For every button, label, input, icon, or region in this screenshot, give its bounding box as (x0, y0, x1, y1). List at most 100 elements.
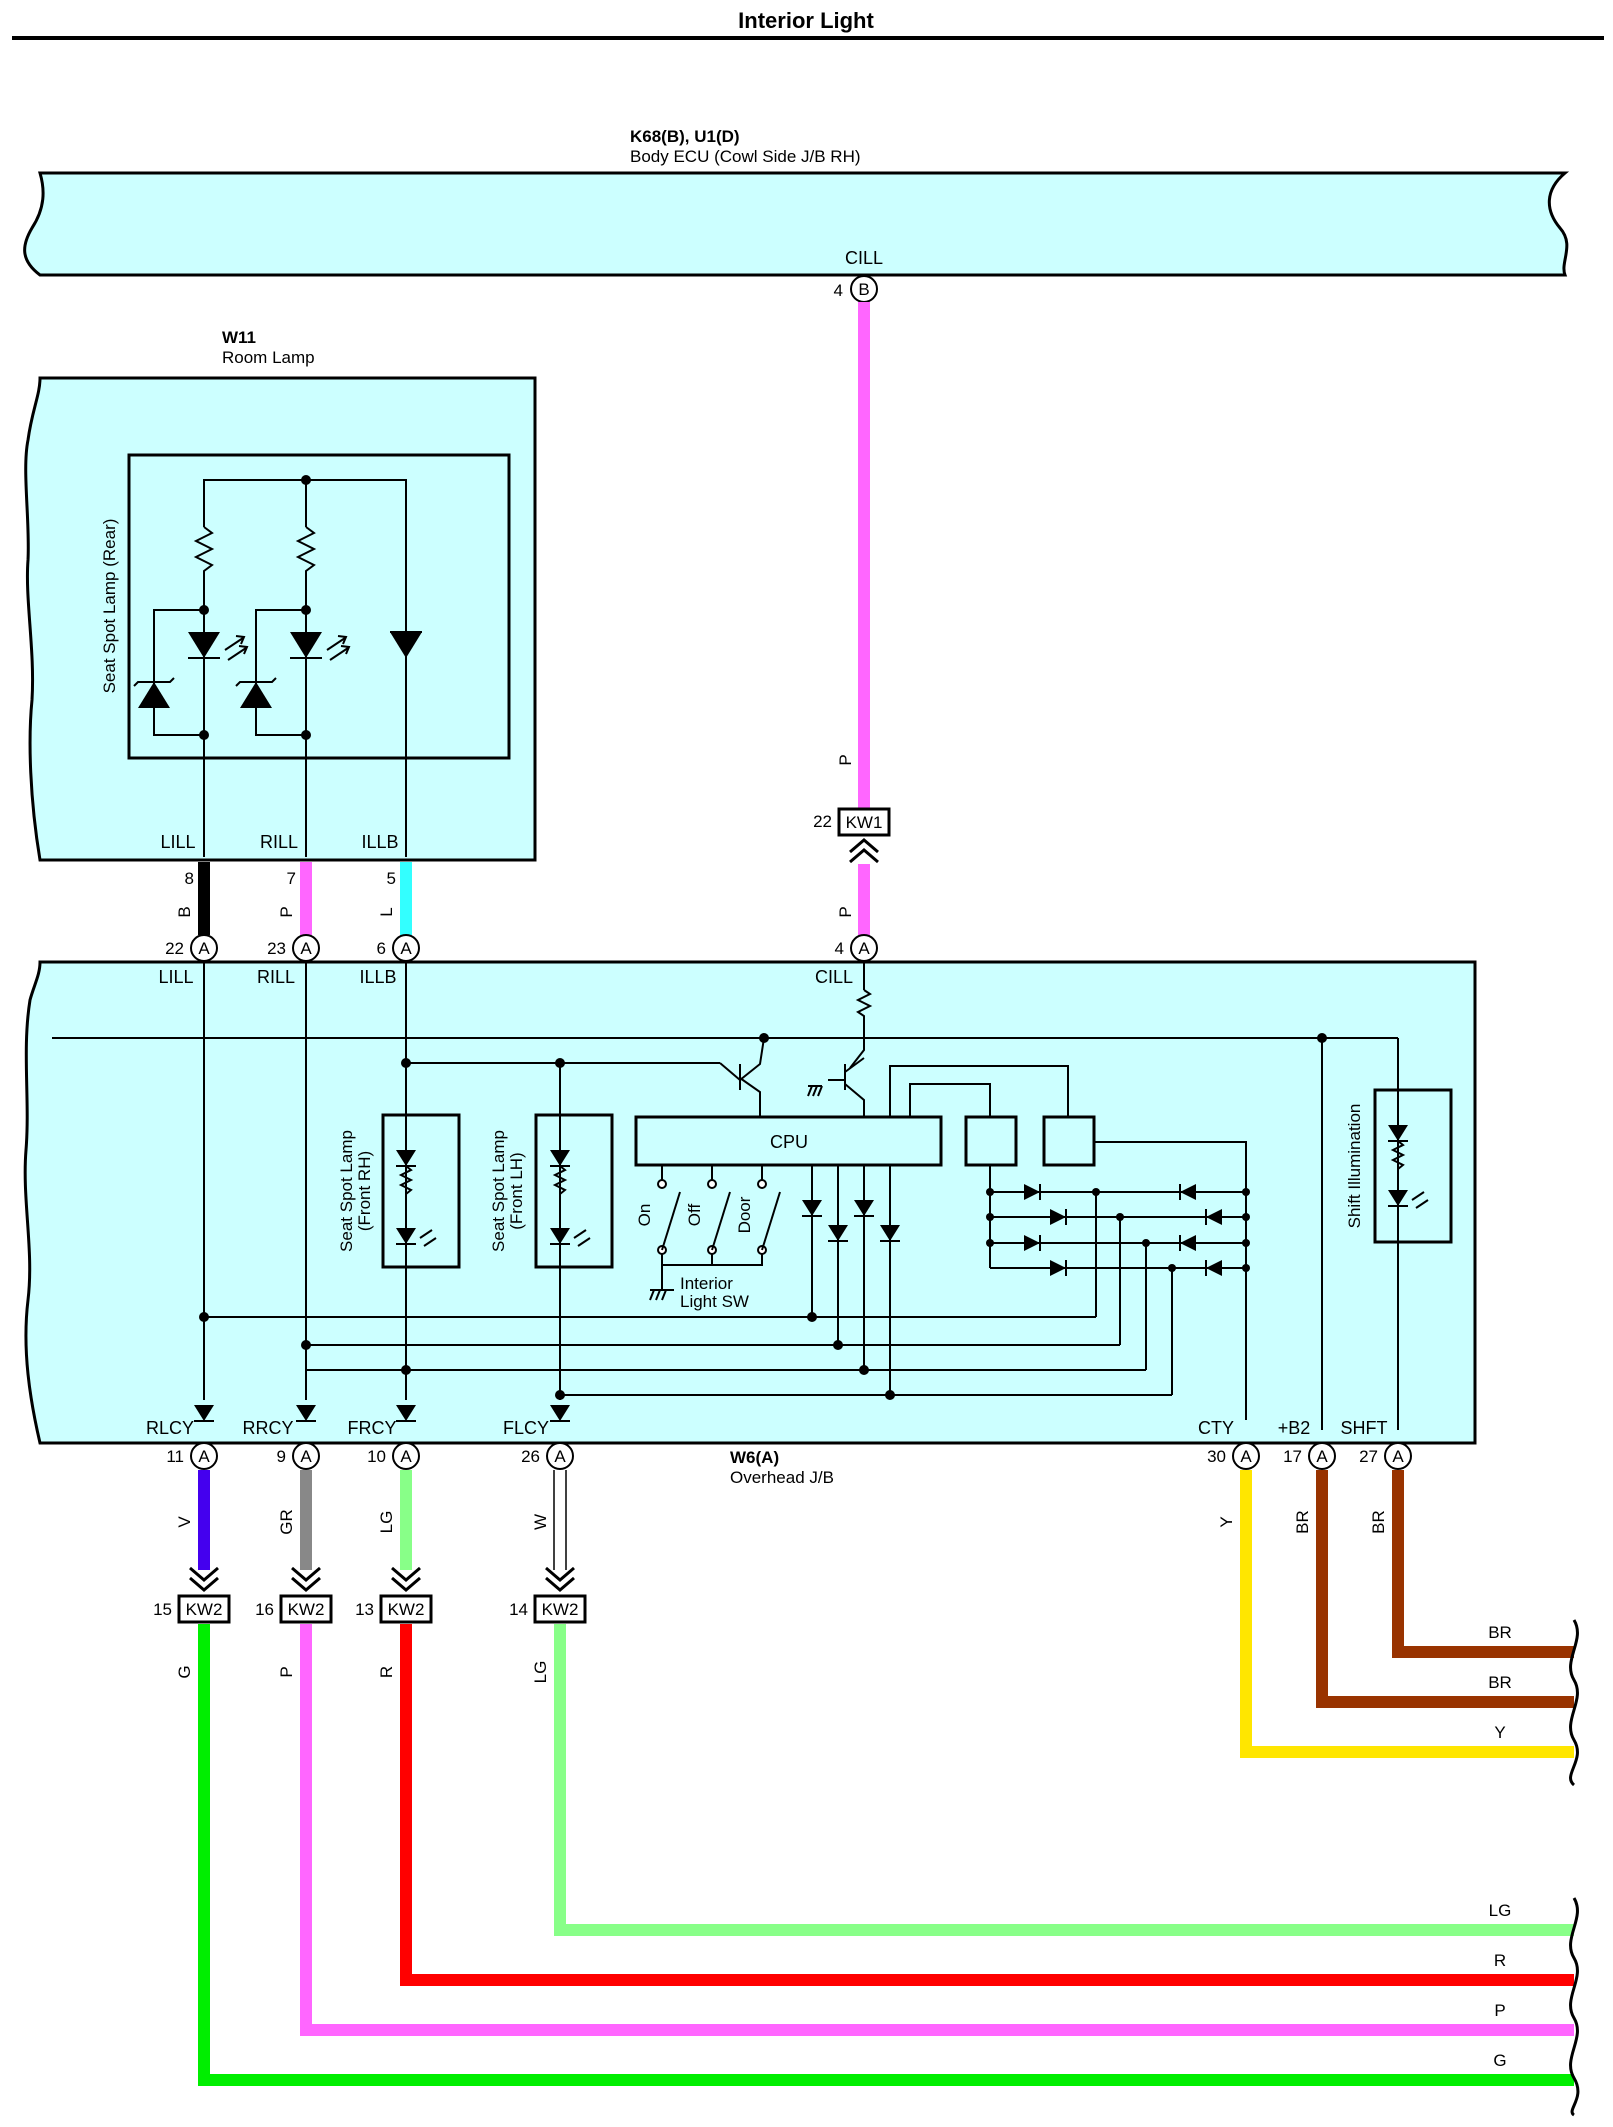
jb-internal-circuit (52, 961, 1453, 1430)
kw2-label-15: KW2 (186, 1600, 223, 1619)
switch-label-1: Interior (680, 1274, 733, 1293)
wire-out-lg-color: LG (531, 1661, 550, 1684)
jb-bottom-connector-cty: A (1240, 1447, 1252, 1466)
room-lamp-terminal-rill: RILL (260, 832, 298, 852)
break-mark-icon (1569, 1619, 1579, 1787)
kw2-label-14: KW2 (542, 1600, 579, 1619)
kw2-pin-14: 14 (509, 1600, 528, 1619)
wire-cty-color: Y (1217, 1516, 1236, 1527)
wire-frcy-color: LG (377, 1511, 396, 1534)
jb-top-connector-a-lill: A (198, 939, 210, 958)
room-lamp-circuit (133, 475, 422, 857)
jb-top-label-illb: ILLB (359, 967, 396, 987)
kw2-pin-15: 15 (153, 1600, 172, 1619)
room-lamp-inner-label: Seat Spot Lamp (Rear) (100, 519, 119, 694)
jb-bottom-label-cty: CTY (1198, 1418, 1234, 1438)
overhead-jb-code: W6(A) (730, 1448, 779, 1467)
jb-bottom-label-shft: SHFT (1341, 1418, 1388, 1438)
wire-b2-br (1316, 1470, 1574, 1708)
wire-illb-color: L (377, 907, 396, 916)
jb-bottom-connector-b2: A (1316, 1447, 1328, 1466)
wire-cill-upper-color: P (836, 754, 855, 765)
jb-top-connector-a-rill: A (300, 939, 312, 958)
room-lamp-inner-box (127, 453, 511, 760)
room-lamp-panel (24, 376, 537, 862)
jb-top-pin-23: 23 (267, 939, 286, 958)
jb-bottom-label-flcy: FLCY (503, 1418, 549, 1438)
right-label-r: R (1494, 1951, 1506, 1970)
jb-bottom-label-rrcy: RRCY (242, 1418, 293, 1438)
room-lamp-pin-7: 7 (287, 869, 296, 888)
jb-top-label-cill: CILL (815, 967, 853, 987)
overhead-jb-panel (23, 960, 1477, 1445)
wire-out-g-color: G (175, 1665, 194, 1678)
wire-rill-color: P (277, 906, 296, 917)
jb-bottom-connector-shft: A (1392, 1447, 1404, 1466)
wire-flcy-color: W (531, 1514, 550, 1530)
wire-rrcy-color: GR (277, 1509, 296, 1535)
jb-bottom-pin-11: 11 (166, 1447, 184, 1466)
front-rh-lamp-label-1: Seat Spot Lamp (337, 1130, 356, 1252)
room-lamp-pin-8: 8 (185, 869, 194, 888)
wire-out-r (400, 1624, 1574, 1986)
jb-top-pin-22: 22 (165, 939, 184, 958)
kw1-connector: KW1 (837, 807, 891, 837)
kw1-label: KW1 (846, 813, 883, 832)
jb-bottom-label-frcy: FRCY (348, 1418, 397, 1438)
kw2-connector-15 (177, 1594, 231, 1624)
jb-top-pin-4: 4 (835, 939, 844, 958)
jb-top-pin-6: 6 (377, 939, 386, 958)
room-lamp-name: Room Lamp (222, 348, 315, 367)
kw2-label-13: KW2 (388, 1600, 425, 1619)
right-label-br-2: BR (1488, 1673, 1512, 1692)
wire-out-g (198, 1624, 1574, 2086)
kw1-chevron-icon (849, 838, 879, 864)
kw2-connector-14 (533, 1594, 587, 1624)
wire-shft-br (1392, 1470, 1574, 1658)
wire-cill-lower-color: P (836, 906, 855, 917)
wire-rlcy-color: V (175, 1516, 194, 1528)
wire-shft-color: BR (1369, 1510, 1388, 1534)
jb-bottom-pin-26: 26 (521, 1447, 540, 1466)
kw2-chevron-icon (189, 1566, 219, 1592)
kw1-pin: 22 (813, 812, 832, 831)
kw2-pin-16: 16 (255, 1600, 274, 1619)
jb-bottom-connector-rlcy: A (198, 1447, 210, 1466)
room-lamp-code: W11 (222, 328, 256, 347)
jb-bottom-pin-27: 27 (1359, 1447, 1378, 1466)
kw2-chevron-icon (391, 1566, 421, 1592)
jb-top-connectors (190, 934, 878, 962)
wire-lill-color: B (175, 906, 194, 917)
room-lamp-terminal-illb: ILLB (361, 832, 398, 852)
jb-bottom-pin-9: 9 (277, 1447, 286, 1466)
body-ecu-code: K68(B), U1(D) (630, 127, 740, 146)
overhead-jb-name: Overhead J/B (730, 1468, 834, 1487)
right-label-g: G (1493, 2051, 1506, 2070)
kw2-chevron-icon (291, 1566, 321, 1592)
page-title: Interior Light (738, 8, 874, 33)
kw2-connector-13 (379, 1594, 433, 1624)
switch-off-label: Off (685, 1204, 704, 1227)
front-lh-lamp-label-2: (Front LH) (507, 1152, 526, 1229)
right-label-y: Y (1494, 1723, 1505, 1742)
jb-bottom-label-b2: +B2 (1278, 1418, 1311, 1438)
jb-top-label-lill: LILL (158, 967, 193, 987)
jb-bottom-label-rlcy: RLCY (146, 1418, 194, 1438)
jb-top-connector-a-illb: A (400, 939, 412, 958)
jb-bottom-connector-rrcy: A (300, 1447, 312, 1466)
jb-bottom-connector-frcy: A (400, 1447, 412, 1466)
jb-top-label-rill: RILL (257, 967, 295, 987)
body-ecu-pin: 4 (834, 281, 843, 300)
switch-label-2: Light SW (680, 1292, 749, 1311)
wire-out-r-color: R (377, 1666, 396, 1678)
body-ecu-terminal-label: CILL (845, 248, 883, 268)
cpu-label: CPU (770, 1132, 808, 1152)
jb-bottom-connectors (190, 1442, 1412, 1470)
wire-cty-y (1240, 1470, 1574, 1758)
switch-door-label: Door (735, 1196, 754, 1233)
room-lamp-terminal-lill: LILL (160, 832, 195, 852)
body-ecu-connector-letter: B (858, 280, 869, 299)
jb-bottom-pin-30: 30 (1207, 1447, 1226, 1466)
front-rh-lamp-label-2: (Front RH) (355, 1151, 374, 1231)
break-mark-icon (1569, 1897, 1580, 2117)
